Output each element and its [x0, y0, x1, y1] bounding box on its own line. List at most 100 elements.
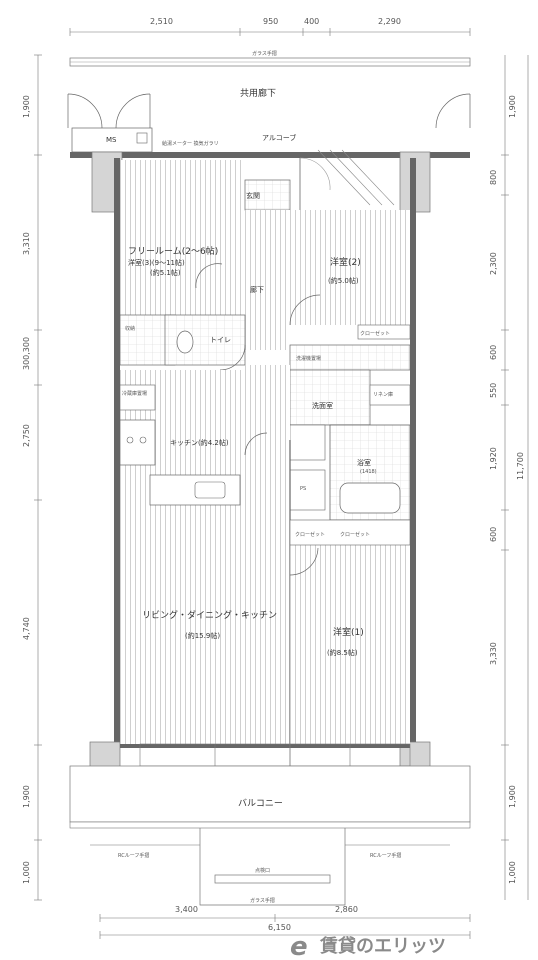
- bottom-dimension-line: [99, 914, 471, 939]
- western-room-1-label: 洋室(1): [333, 626, 364, 638]
- western-room-2-label: 洋室(2): [330, 256, 361, 268]
- dim-right-total: 11,700: [516, 452, 525, 480]
- lower-bay: [199, 828, 346, 906]
- dim-bottom-1: 3,400: [175, 905, 198, 914]
- closet-label-2: クローゼット: [360, 330, 390, 337]
- hall-label: 廊下: [250, 285, 264, 294]
- entrance-door-arc: [299, 157, 331, 191]
- washer-label: 洗濯機置場: [296, 355, 321, 362]
- washroom-label: 洗面室: [312, 401, 333, 410]
- ps-space: [289, 469, 326, 511]
- bathtub-icon: [339, 482, 401, 514]
- kitchen-sink: [119, 419, 156, 466]
- dim-top-1: 2,510: [150, 17, 173, 26]
- dim-top-2: 950: [263, 17, 278, 26]
- western-room-2-closet: [357, 324, 411, 340]
- corridor-door-left: [67, 93, 151, 129]
- burner-icon: [126, 436, 134, 444]
- dim-right-4: 600: [489, 345, 498, 360]
- ldk-area: [120, 510, 290, 744]
- dim-right-8: 3,330: [489, 642, 498, 665]
- ldk-door-arc: [244, 432, 268, 456]
- free-room-subtitle: 洋室(3)(9～11帖): [128, 258, 185, 267]
- ldk-label: リビング・ダイニング・キッチン: [142, 609, 277, 621]
- rc-roof-left-label: RCルーフ手摺: [118, 852, 149, 859]
- western-room-1-area: [290, 545, 410, 744]
- western-room-2-door-arc: [289, 294, 321, 326]
- corridor-label: 共用廊下: [240, 87, 276, 99]
- closet-label-1: クローゼット: [295, 531, 325, 538]
- ms-box: [71, 127, 153, 153]
- corridor-door-right: [435, 93, 471, 129]
- balcony-label: バルコニー: [238, 798, 283, 809]
- dim-right-1: 1,900: [508, 95, 517, 118]
- kitchen-sink-basin: [194, 481, 226, 499]
- dim-left-3: 300,300: [22, 337, 31, 370]
- dim-right-5: 550: [489, 383, 498, 398]
- bath-size-label: (1418): [360, 469, 377, 475]
- western-room-2-size: (約5.0帖): [328, 276, 359, 285]
- free-room-area: [120, 160, 245, 315]
- entrance-label: 玄関: [246, 191, 260, 200]
- watermark-logo: e: [290, 932, 308, 960]
- left-dimension-line: [34, 54, 42, 901]
- hatch-label: 点検口: [255, 867, 270, 874]
- free-room-size: (約5.1帖): [150, 268, 181, 277]
- western-room-2-area: [290, 210, 410, 325]
- dim-right-3: 2,300: [489, 252, 498, 275]
- toilet-door-arc: [219, 344, 246, 371]
- dim-right-9: 1,900: [508, 785, 517, 808]
- dim-right-10: 1,000: [508, 861, 517, 884]
- dim-right-6: 1,920: [489, 447, 498, 470]
- dim-top-3: 400: [304, 17, 319, 26]
- hall-area: [245, 210, 290, 350]
- meter-box-label: 給湯メーター 換気ガラリ: [162, 140, 219, 147]
- dim-left-1: 1,900: [22, 95, 31, 118]
- washroom-area: [289, 369, 371, 426]
- entrance-area: [244, 179, 291, 211]
- balcony-area: [69, 765, 471, 823]
- toilet-icon: [176, 330, 194, 354]
- western-room-1-closet: [289, 519, 411, 546]
- fridge-space: [119, 384, 156, 411]
- free-room-label: フリールーム(2～6帖): [128, 245, 218, 257]
- western-room-1-size: (約8.5帖): [327, 648, 358, 657]
- top-glass-railing: [69, 57, 471, 67]
- western-room-1-door-arc: [289, 547, 319, 576]
- linen-label: リネン庫: [373, 391, 393, 398]
- dim-left-6: 1,900: [22, 785, 31, 808]
- alcove-hatch: [317, 149, 395, 206]
- burner-icon-2: [139, 436, 147, 444]
- dim-right-2: 800: [489, 170, 498, 185]
- ms-label: MS: [106, 136, 117, 144]
- dim-left-4: 2,750: [22, 424, 31, 447]
- toilet-label: トイレ: [210, 336, 231, 344]
- balcony-edge: [69, 821, 471, 829]
- vanity: [289, 424, 326, 461]
- dim-left-2: 3,310: [22, 232, 31, 255]
- ldk-size-label: (約15.9帖): [185, 631, 220, 640]
- fridge-label: 冷蔵庫置場: [122, 390, 147, 397]
- dim-top-4: 2,290: [378, 17, 401, 26]
- dim-left-5: 4,740: [22, 617, 31, 640]
- ps-label: PS: [300, 486, 306, 492]
- linen-storage: [369, 384, 411, 406]
- dim-bottom-total: 6,150: [268, 923, 291, 932]
- watermark-text: 賃貸のエリッツ: [319, 935, 446, 957]
- alcove-label: アルコーブ: [262, 133, 296, 142]
- dim-right-7: 600: [489, 527, 498, 542]
- closet-label-1b: クローゼット: [340, 531, 370, 538]
- rc-roof-right-label: RCルーフ手摺: [370, 852, 401, 859]
- kitchen-label: キッチン(約4.2帖): [170, 438, 229, 447]
- bath-label: 浴室: [357, 458, 371, 467]
- right-dimension-line: [501, 55, 529, 900]
- storage-label: 収納: [125, 325, 135, 332]
- top-dimension-line: [69, 28, 471, 36]
- dim-left-7: 1,000: [22, 861, 31, 884]
- glass-railing-bottom-label: ガラス手摺: [250, 897, 275, 904]
- hall-lower-area: [245, 365, 290, 510]
- dim-bottom-2: 2,860: [335, 905, 358, 914]
- glass-railing-top-label: ガラス手摺: [252, 50, 277, 57]
- free-room-door-arc: [195, 263, 223, 289]
